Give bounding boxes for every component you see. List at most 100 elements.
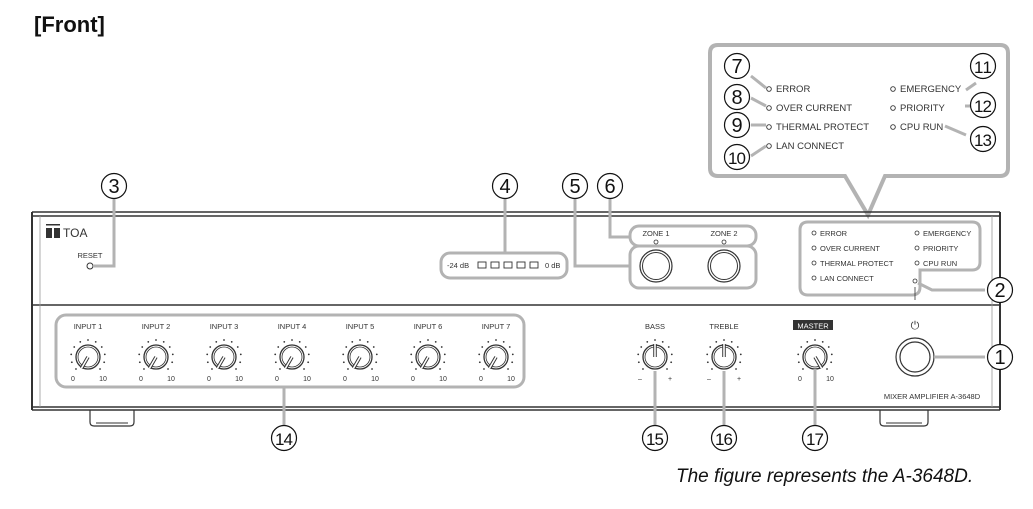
callout-status_led-number: 2	[994, 280, 1005, 302]
callout-line-reset	[93, 196, 116, 268]
scale-dot	[206, 353, 209, 356]
scale-dot	[375, 361, 378, 364]
scale-dot	[511, 361, 514, 364]
input-4-knob-label: INPUT 4	[278, 322, 307, 331]
treble-knob[interactable]: TREBLE–+	[706, 322, 742, 383]
scale-dot	[147, 340, 150, 343]
zone-1-label: ZONE 1	[642, 229, 669, 238]
detail-label: LAN CONNECT	[776, 141, 844, 152]
scale-dot	[79, 340, 82, 343]
input-7-knob-min: 0	[479, 376, 483, 383]
callout-priority-marker	[969, 91, 997, 119]
callout-treble-number: 16	[715, 430, 733, 449]
indicator-panel-frame	[798, 220, 982, 297]
scale-dot	[821, 340, 824, 343]
meter-segment	[477, 261, 487, 269]
callout-over_current-marker	[723, 83, 751, 111]
scale-dot	[75, 368, 77, 370]
reset-button[interactable]	[86, 262, 94, 270]
scale-dot	[366, 340, 369, 343]
scale-dot	[239, 361, 242, 364]
indicator-label: OVER CURRENT	[820, 244, 880, 253]
callout-error-marker	[723, 52, 751, 80]
scale-dot	[507, 368, 509, 370]
zone-1-key[interactable]	[639, 249, 673, 283]
scale-dot	[666, 368, 668, 370]
scale-dot	[797, 353, 800, 356]
scale-dot	[640, 346, 643, 348]
scale-dot	[478, 361, 481, 364]
scale-dot	[827, 346, 830, 348]
meter-segment	[529, 261, 539, 269]
detail-label: ERROR	[776, 84, 810, 95]
input-1-knob-label: INPUT 1	[74, 322, 103, 331]
callout-reset-marker	[100, 172, 128, 200]
callout-lan-number: 10	[728, 149, 746, 168]
scale-dot	[443, 361, 446, 364]
callout-meter-marker	[491, 172, 519, 200]
power-switch[interactable]	[895, 337, 935, 377]
scale-dot	[736, 346, 739, 348]
scale-dot	[291, 339, 293, 341]
scale-dot	[443, 353, 446, 356]
scale-dot	[826, 368, 828, 370]
level-meter	[477, 261, 539, 269]
indicator-detail-callout	[708, 43, 1010, 220]
input-6-knob-max: 10	[439, 376, 447, 383]
bass-knob[interactable]: BASS–+	[637, 322, 673, 383]
detail-led	[890, 124, 896, 130]
detail-led	[766, 124, 772, 130]
scale-dot	[502, 340, 505, 343]
callout-error-number: 7	[731, 56, 742, 78]
callout-power-number: 1	[994, 347, 1005, 369]
scale-dot	[138, 361, 141, 364]
scale-dot	[830, 361, 833, 364]
scale-dot	[670, 353, 673, 356]
input-7-knob-label: INPUT 7	[482, 322, 511, 331]
zone-1-led	[653, 239, 659, 245]
indicator-led	[811, 260, 817, 266]
master-label: MASTER	[797, 322, 829, 331]
zone-2-key[interactable]	[707, 249, 741, 283]
input-2-knob-label: INPUT 2	[142, 322, 171, 331]
detail-label: THERMAL PROTECT	[776, 122, 869, 133]
detail-label: OVER CURRENT	[776, 103, 852, 114]
scale-dot	[642, 368, 644, 370]
meter-max-label: 0 dB	[545, 261, 560, 270]
callout-zone_keys-marker	[561, 172, 589, 200]
scale-dot	[487, 340, 490, 343]
callout-inputs-number: 14	[275, 430, 293, 449]
chassis	[31, 211, 1001, 427]
scale-dot	[99, 368, 101, 370]
callout-treble-marker	[710, 424, 738, 452]
callout-cpu_run-marker	[969, 125, 997, 153]
scale-dot	[100, 346, 103, 348]
scale-dot	[478, 353, 481, 356]
scale-dot	[167, 368, 169, 370]
reset-label: RESET	[77, 251, 102, 260]
callout-bass-marker	[641, 424, 669, 452]
scale-dot	[168, 346, 171, 348]
scale-dot	[274, 353, 277, 356]
scale-dot	[802, 368, 804, 370]
model-label: MIXER AMPLIFIER A-3648D	[884, 392, 981, 401]
input-4-knob-min: 0	[275, 376, 279, 383]
detail-led	[890, 105, 896, 111]
master-knob-min: 0	[798, 376, 802, 383]
scale-dot	[661, 340, 664, 343]
scale-dot	[235, 368, 237, 370]
indicator-led	[914, 260, 920, 266]
scale-dot	[347, 368, 349, 370]
scale-dot	[211, 368, 213, 370]
callout-power-marker	[986, 343, 1014, 371]
scale-dot	[706, 353, 709, 356]
